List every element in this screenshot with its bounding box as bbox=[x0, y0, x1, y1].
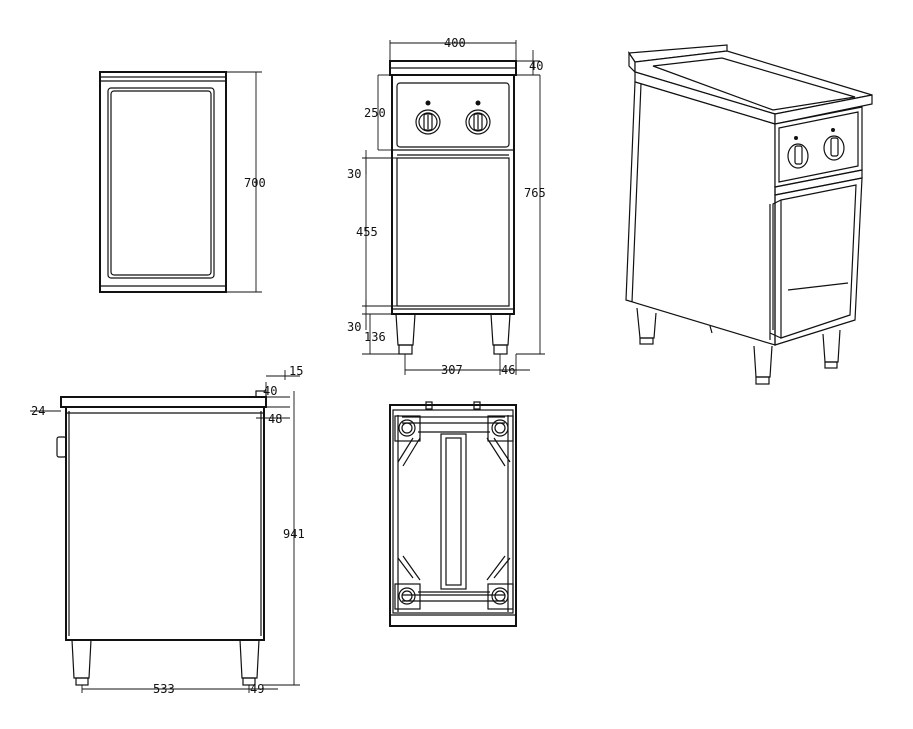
front-control-panel bbox=[396, 82, 510, 148]
perspective-legs bbox=[636, 307, 841, 385]
side-body bbox=[65, 406, 265, 641]
dim-136: 136 bbox=[364, 330, 386, 344]
side-knob bbox=[56, 436, 67, 458]
dim-765: 765 bbox=[524, 186, 546, 200]
bottom-centre-channel bbox=[440, 433, 467, 590]
dim-307: 307 bbox=[441, 363, 463, 377]
top-view-plate bbox=[107, 87, 215, 279]
dim-49: 49 bbox=[250, 682, 264, 696]
front-body bbox=[391, 74, 515, 315]
perspective-knob-right bbox=[823, 128, 845, 161]
dim-46: 46 bbox=[501, 363, 515, 377]
dim-40-side: 40 bbox=[263, 384, 277, 398]
dim-400: 400 bbox=[444, 36, 466, 50]
dim-40-front: 40 bbox=[529, 59, 543, 73]
top-view-outline bbox=[99, 71, 227, 293]
dim-941: 941 bbox=[283, 527, 305, 541]
side-legs bbox=[71, 639, 260, 686]
knob-right bbox=[465, 100, 491, 135]
knob-left bbox=[415, 100, 441, 135]
perspective-view bbox=[625, 44, 873, 385]
bottom-outline bbox=[389, 404, 517, 627]
front-legs bbox=[395, 313, 511, 355]
dim-455: 455 bbox=[356, 225, 378, 239]
front-cabinet bbox=[396, 157, 510, 307]
side-view: 15 40 48 24 941 533 49 bbox=[30, 364, 305, 696]
perspective-knob-left bbox=[787, 136, 809, 169]
side-top-plate bbox=[60, 396, 267, 408]
bottom-foot-plates bbox=[394, 415, 514, 610]
dim-30-upper: 30 bbox=[347, 167, 361, 181]
perspective-side-panel bbox=[625, 81, 776, 346]
bottom-view bbox=[389, 401, 517, 627]
dim-700: 700 bbox=[244, 176, 266, 190]
top-view: 700 bbox=[99, 71, 266, 293]
dim-533: 533 bbox=[153, 682, 175, 696]
dim-24: 24 bbox=[31, 404, 45, 418]
dim-15: 15 bbox=[289, 364, 303, 378]
dim-48: 48 bbox=[268, 412, 282, 426]
front-view: 400 40 765 250 30 455 30 136 307 46 bbox=[347, 36, 546, 377]
dim-30-lower: 30 bbox=[347, 320, 361, 334]
dim-250: 250 bbox=[364, 106, 386, 120]
